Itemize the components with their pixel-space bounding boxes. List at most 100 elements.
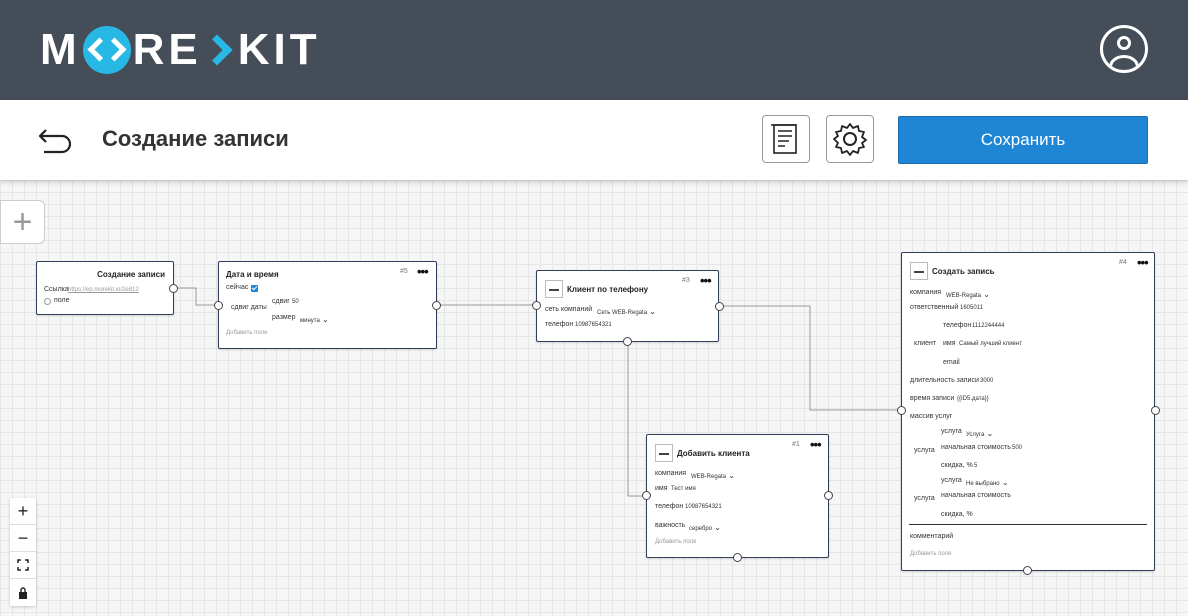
save-button[interactable]: Сохранить <box>898 116 1148 164</box>
network-label: сеть компаний <box>545 306 593 313</box>
service1-select[interactable]: Услуга <box>966 429 993 438</box>
discount2-label: скидка, % <box>941 511 973 518</box>
logo-letter-m: M <box>40 25 81 74</box>
flow-canvas[interactable]: + Создание записи Ссылка https://ep.more… <box>0 180 1188 616</box>
duration-value[interactable]: 3000 <box>980 378 994 384</box>
service-group2-label: услуга <box>914 495 935 502</box>
gear-icon <box>833 123 867 156</box>
more-menu-icon[interactable]: ••• <box>417 264 429 279</box>
bottom-port[interactable] <box>733 553 742 562</box>
responsible-label: ответственный <box>910 304 959 311</box>
zoom-controls: + − <box>10 498 36 606</box>
client-name-value[interactable]: Самый лучший клиент <box>959 341 1022 347</box>
start-cost1-label: начальная стоимость <box>941 444 1011 451</box>
field-radio[interactable] <box>44 298 51 305</box>
integration-logo-icon <box>910 262 928 280</box>
add-node-button[interactable]: + <box>0 200 45 244</box>
lock-icon[interactable] <box>10 579 36 606</box>
user-profile-icon[interactable] <box>1100 25 1148 73</box>
size-label: размер <box>272 314 296 321</box>
node-title: Создание записи <box>97 270 165 279</box>
name-label: имя <box>655 485 668 492</box>
comment-label: комментарий <box>910 533 954 540</box>
time-value[interactable]: {{ID5.дата}} <box>957 396 989 402</box>
network-select[interactable]: Сеть WEB-Regata <box>597 307 656 316</box>
phone-label: телефон <box>545 321 574 328</box>
add-field-link[interactable]: Добавить поле <box>910 551 952 557</box>
settings-button[interactable] <box>826 115 874 163</box>
node-add-client[interactable]: Добавить клиента #1 ••• компания WEB-Reg… <box>646 434 829 558</box>
add-field-link[interactable]: Добавить поле <box>655 539 697 545</box>
node-number: #1 <box>792 441 800 448</box>
output-port[interactable] <box>824 491 833 500</box>
zoom-out-button[interactable]: − <box>10 525 36 552</box>
input-port[interactable] <box>214 301 223 310</box>
client-label: клиент <box>914 340 937 347</box>
morekit-logo[interactable]: M RE KIT <box>40 25 321 74</box>
page-header: Создание записи Сохранить <box>0 100 1188 180</box>
node-client-by-phone[interactable]: Клиент по телефону #3 ••• сеть компаний … <box>536 270 719 342</box>
input-port[interactable] <box>642 491 651 500</box>
size-select[interactable]: минута <box>300 315 329 324</box>
integration-logo-icon <box>545 280 563 298</box>
service1-label: услуга <box>941 428 962 435</box>
node-number: #5 <box>400 268 408 275</box>
company-select[interactable]: WEB-Regata <box>946 290 990 299</box>
bottom-port[interactable] <box>1023 566 1032 575</box>
node-create-record-trigger[interactable]: Создание записи Ссылка https://ep.moreki… <box>36 261 174 315</box>
name-value[interactable]: Тест имя <box>671 486 696 492</box>
phone-value[interactable]: 10987654321 <box>575 322 612 328</box>
more-menu-icon[interactable]: ••• <box>700 273 712 288</box>
document-button[interactable] <box>762 115 810 163</box>
discount1-label: скидка, % <box>941 462 973 469</box>
logo-o-icon <box>82 26 131 74</box>
phone-label: телефон <box>655 503 684 510</box>
input-port[interactable] <box>532 301 541 310</box>
node-create-record[interactable]: Создать запись #4 ••• компания WEB-Regat… <box>901 252 1155 571</box>
node-datetime[interactable]: Дата и время #5 ••• сейчас сдвиг даты сд… <box>218 261 437 349</box>
shift-value[interactable]: 50 <box>292 299 299 305</box>
node-number: #4 <box>1119 259 1127 266</box>
duration-label: длительность записи <box>910 377 979 384</box>
service2-select[interactable]: Не выбрано <box>966 478 1009 487</box>
logo-letters-re: RE <box>132 25 202 74</box>
company-select[interactable]: WEB-Regata <box>691 471 735 480</box>
company-label: компания <box>910 289 942 296</box>
node-title: Добавить клиента <box>677 449 750 458</box>
shift-sub-label: сдвиг <box>272 298 290 305</box>
start-cost1-value[interactable]: 500 <box>1012 445 1023 451</box>
bottom-port[interactable] <box>623 337 632 346</box>
document-icon <box>771 124 797 154</box>
output-port[interactable] <box>1151 406 1160 415</box>
responsible-value[interactable]: 1605011 <box>960 305 983 311</box>
discount1-value[interactable]: 5 <box>974 463 978 469</box>
services-label: массив услуг <box>910 413 953 420</box>
add-field-link[interactable]: Добавить поле <box>226 330 268 336</box>
service2-label: услуга <box>941 477 962 484</box>
now-checkbox[interactable] <box>251 285 258 292</box>
importance-label: важность <box>655 522 686 529</box>
output-port[interactable] <box>432 301 441 310</box>
importance-select[interactable]: серебро <box>689 523 721 532</box>
start-cost2-label: начальная стоимость <box>941 492 1011 499</box>
node-title: Создать запись <box>932 267 995 276</box>
phone-value[interactable]: 10987654321 <box>685 504 722 510</box>
logo-letters-kit: KIT <box>237 25 321 74</box>
more-menu-icon[interactable]: ••• <box>1137 255 1149 270</box>
company-label: компания <box>655 470 687 477</box>
connection-wires <box>173 287 902 497</box>
link-value[interactable]: https://ep.morekit.io/2e812 <box>68 287 139 293</box>
output-port[interactable] <box>169 284 178 293</box>
top-bar: M RE KIT <box>0 0 1188 100</box>
client-email-label: email <box>943 359 960 366</box>
plus-icon: + <box>12 202 33 241</box>
input-port[interactable] <box>897 406 906 415</box>
more-menu-icon[interactable]: ••• <box>810 437 822 452</box>
node-title: Дата и время <box>226 270 279 279</box>
client-phone-value[interactable]: 1112244444 <box>972 323 1005 329</box>
zoom-in-button[interactable]: + <box>10 498 36 525</box>
integration-logo-icon <box>655 444 673 462</box>
fit-screen-icon[interactable] <box>10 552 36 579</box>
output-port[interactable] <box>715 302 724 311</box>
back-arrow-icon[interactable] <box>36 122 76 158</box>
